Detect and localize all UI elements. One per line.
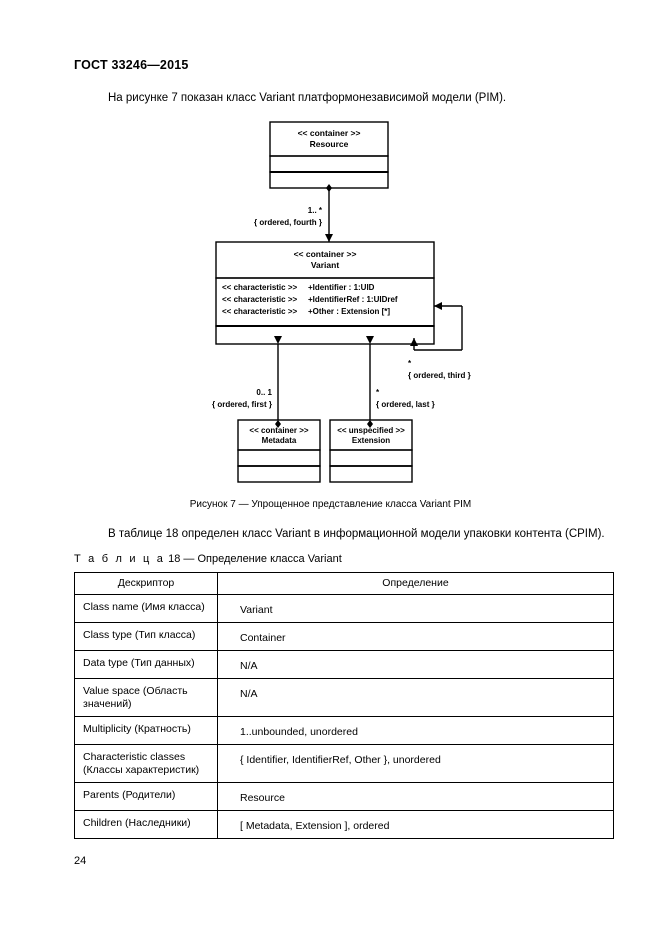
table-row: Characteristic classes (Классы характери…: [74, 744, 614, 783]
assoc-variant-metadata-constraint: { ordered, first }: [212, 400, 272, 409]
extension-class-name: Extension: [352, 436, 390, 445]
uml-class-diagram: << container >> Resource 1.. * { ordered…: [0, 110, 661, 505]
table-cell-descriptor: Value space (Область значений): [74, 678, 218, 717]
metadata-class-name: Metadata: [262, 436, 297, 445]
assoc-variant-self-multiplicity: *: [408, 359, 412, 368]
variant-definition-table: Дескриптор Определение Class name (Имя к…: [74, 572, 614, 839]
resource-stereotype: << container >>: [298, 128, 361, 138]
table-body: Class name (Имя класса) Variant Class ty…: [74, 594, 614, 839]
variant-characteristic-0-stereotype: << characteristic >>: [222, 283, 297, 292]
variant-characteristic-1-stereotype: << characteristic >>: [222, 295, 297, 304]
table-cell-definition: [ Metadata, Extension ], ordered: [217, 810, 614, 839]
extension-stereotype: << unspecified >>: [337, 426, 405, 435]
assoc-resource-variant-multiplicity: 1.. *: [308, 206, 323, 215]
variant-characteristic-2-member: +Other : Extension [*]: [308, 307, 390, 316]
variant-characteristic-2-stereotype: << characteristic >>: [222, 307, 297, 316]
table-cell-definition: Variant: [217, 594, 614, 623]
intro-paragraph-table: В таблице 18 определен класс Variant в и…: [108, 528, 605, 540]
page-number: 24: [74, 855, 87, 867]
table-row: Class type (Тип класса) Container: [74, 622, 614, 651]
assoc-variant-metadata-multiplicity: 0.. 1: [256, 388, 272, 397]
table-caption-label: Т а б л и ц а: [74, 553, 166, 565]
table-cell-descriptor: Children (Наследники): [74, 810, 218, 839]
table-caption: Т а б л и ц а 18 — Определение класса Va…: [74, 553, 342, 565]
table-header-definition: Определение: [217, 572, 614, 595]
table-cell-definition: { Identifier, IdentifierRef, Other }, un…: [217, 744, 614, 783]
figure-caption: Рисунок 7 — Упрощенное представление кла…: [189, 499, 472, 510]
variant-characteristic-1-member: +IdentifierRef : 1:UIDref: [308, 295, 398, 304]
metadata-stereotype: << container >>: [249, 426, 308, 435]
table-cell-descriptor: Class type (Тип класса): [74, 622, 218, 651]
table-cell-definition: Container: [217, 622, 614, 651]
variant-characteristic-0-member: +Identifier : 1:UID: [308, 283, 375, 292]
table-cell-descriptor: Characteristic classes (Классы характери…: [74, 744, 218, 783]
table-cell-definition: N/A: [217, 678, 614, 717]
table-cell-descriptor: Class name (Имя класса): [74, 594, 218, 623]
table-caption-rest: 18 — Определение класса Variant: [168, 553, 342, 565]
table-cell-definition: 1..unbounded, unordered: [217, 716, 614, 745]
table-header-descriptor: Дескриптор: [74, 572, 218, 595]
table-cell-descriptor: Parents (Родители): [74, 782, 218, 811]
table-cell-definition: N/A: [217, 650, 614, 679]
table-row: Parents (Родители) Resource: [74, 782, 614, 811]
variant-stereotype: << container >>: [294, 249, 357, 259]
table-header-row: Дескриптор Определение: [74, 572, 614, 595]
table-row: Children (Наследники) [ Metadata, Extens…: [74, 810, 614, 839]
variant-class-name: Variant: [311, 260, 340, 270]
table-row: Value space (Область значений) N/A: [74, 678, 614, 717]
assoc-variant-extension-constraint: { ordered, last }: [376, 400, 435, 409]
intro-paragraph-figure: На рисунке 7 показан класс Variant платф…: [108, 92, 507, 104]
table-row: Class name (Имя класса) Variant: [74, 594, 614, 623]
assoc-variant-extension-multiplicity: *: [376, 388, 380, 397]
table-row: Multiplicity (Кратность) 1..unbounded, u…: [74, 716, 614, 745]
assoc-resource-variant-constraint: { ordered, fourth }: [254, 218, 322, 227]
table-row: Data type (Тип данных) N/A: [74, 650, 614, 679]
table-cell-definition: Resource: [217, 782, 614, 811]
assoc-variant-self-constraint: { ordered, third }: [408, 371, 471, 380]
standard-header: ГОСТ 33246—2015: [74, 58, 189, 72]
table-cell-descriptor: Multiplicity (Кратность): [74, 716, 218, 745]
resource-class-name: Resource: [310, 139, 349, 149]
table-cell-descriptor: Data type (Тип данных): [74, 650, 218, 679]
